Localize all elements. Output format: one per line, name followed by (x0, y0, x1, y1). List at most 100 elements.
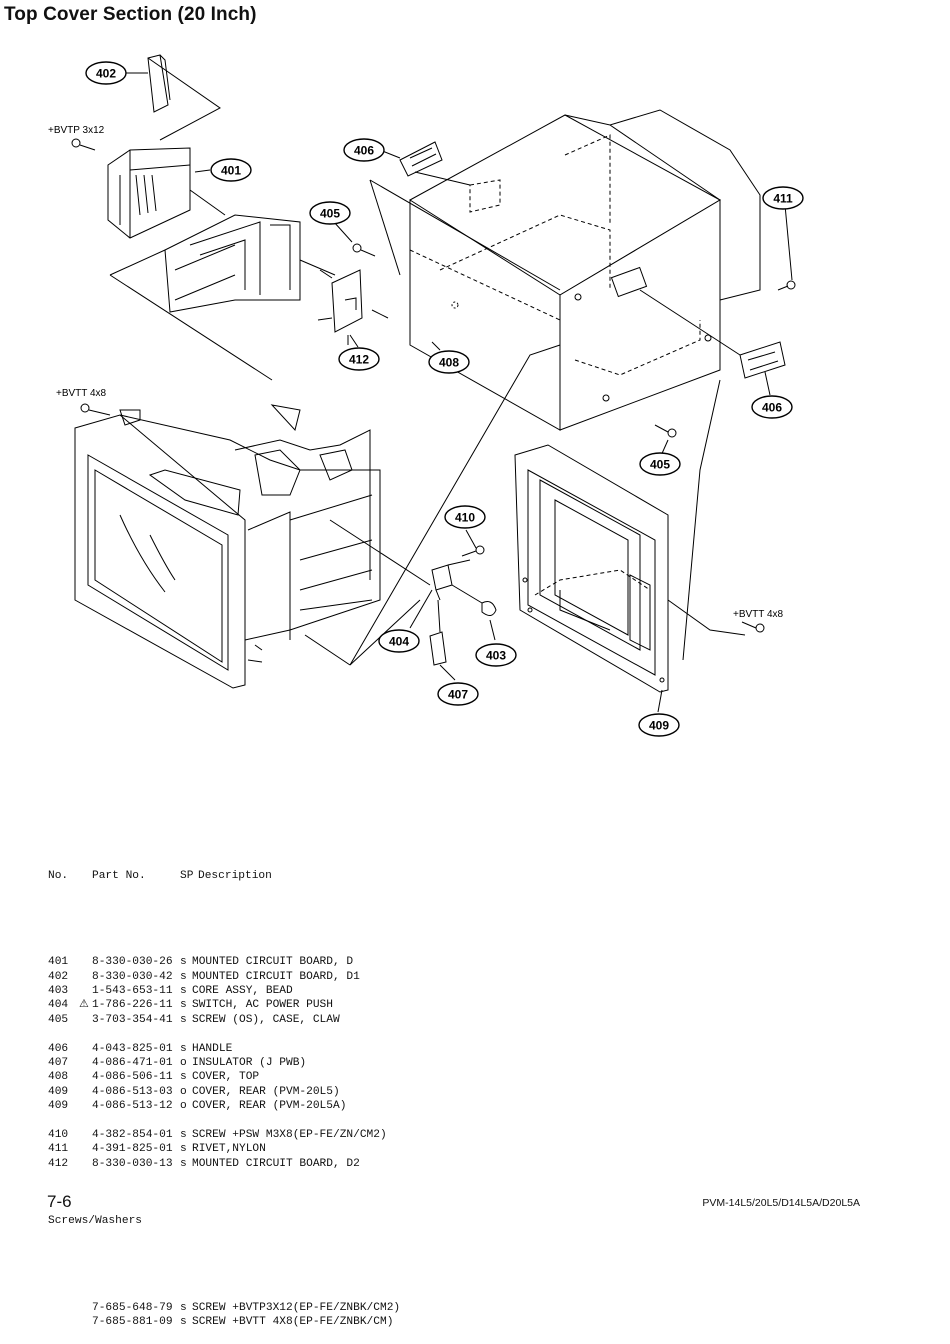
cell-no: 409 (48, 1100, 69, 1113)
cell-no: 401 (48, 956, 69, 969)
cell-part-no: 7-685-881-09 (92, 1316, 173, 1329)
callout-402: 402 (85, 61, 127, 85)
cell-sp: s (180, 1128, 187, 1141)
callout-409: 409 (638, 713, 680, 737)
svg-text:406: 406 (762, 401, 782, 415)
svg-text:409: 409 (649, 719, 669, 733)
cell-description: SCREW +PSW M3X8(EP-FE/ZN/CM2) (192, 1128, 387, 1141)
svg-text:403: 403 (486, 649, 506, 663)
cell-part-no: 4-086-513-12 (92, 1100, 173, 1113)
cell-flag (76, 1128, 92, 1142)
table-row: 412 8-330-030-13 s MOUNTED CIRCUIT BOARD, D… (48, 1157, 400, 1171)
crt-chassis (74, 404, 431, 689)
cell-part-no: 7-685-648-79 (92, 1301, 173, 1314)
svg-text:407: 407 (448, 688, 468, 702)
cell-part-no: 4-086-471-01 (92, 1056, 173, 1069)
screw-row: 7-685-648-79 s SCREW +BVTP3X12(EP-FE/ZNBK/… (48, 1301, 400, 1315)
screws-heading: Screws/Washers (48, 1215, 142, 1228)
table-row: 410 4-382-854-01 s SCREW +PSW M3X8(EP-FE/ZN… (48, 1128, 400, 1142)
cell-description: INSULATOR (J PWB) (192, 1056, 307, 1069)
cell-part-no: 8-330-030-13 (92, 1157, 173, 1170)
cell-description: MOUNTED CIRCUIT BOARD, D (192, 956, 354, 969)
svg-text:408: 408 (439, 356, 459, 370)
cell-flag (76, 1056, 92, 1070)
callout-411: 411 (762, 186, 804, 210)
table-header: No. Part No. SP Description (48, 869, 400, 883)
svg-text:412: 412 (349, 353, 369, 367)
cell-part-no: 8-330-030-26 (92, 956, 173, 969)
cell-no: 408 (48, 1071, 69, 1084)
cell-sp: s (180, 1301, 187, 1314)
rear-cover-409 (349, 344, 746, 693)
cell-no: 407 (48, 1056, 69, 1069)
header-no: No. (48, 869, 69, 882)
cell-no: 402 (48, 970, 69, 983)
svg-text:405: 405 (320, 207, 340, 221)
cell-sp: s (180, 1042, 187, 1055)
cell-description: MOUNTED CIRCUIT BOARD, D2 (192, 1157, 360, 1170)
callout-405-lower: 405 (639, 452, 681, 476)
cell-sp: s (180, 985, 187, 997)
parts-table: No. Part No. SP Description 401 8-330-030-26… (48, 840, 400, 1344)
cell-no: 409 (48, 1085, 69, 1098)
svg-text:410: 410 (455, 511, 475, 525)
table-row: 407 4-086-471-01 o INSULATOR (J PWB) (48, 1056, 400, 1070)
cell-sp: s (180, 1013, 187, 1026)
exploded-view-diagram: 402 401 406 405 411 412 408 406 405 410 … (48, 54, 804, 737)
cell-description: SWITCH, AC POWER PUSH (192, 999, 333, 1012)
cell-description: COVER, REAR (PVM-20L5A) (192, 1100, 347, 1113)
cell-no: 412 (48, 1157, 69, 1170)
callout-403: 403 (475, 643, 517, 667)
cell-sp: s (180, 1157, 187, 1170)
svg-text:401: 401 (221, 164, 241, 178)
safety-warning-icon: ⚠ (78, 999, 90, 1012)
cell-part-no: 4-391-825-01 (92, 1143, 173, 1156)
leader-lines (125, 72, 793, 713)
table-row: 409 4-086-513-12 o COVER, REAR (PVM-20L5A) (48, 1099, 400, 1113)
callout-406-lower: 406 (751, 395, 793, 419)
callout-407: 407 (437, 682, 479, 706)
callout-412: 412 (338, 347, 380, 371)
cell-flag (76, 1142, 92, 1156)
cell-flag (76, 970, 92, 984)
switch-404-core-403 (429, 559, 497, 666)
handle-406-lower (639, 289, 786, 379)
screw-label-bvtt-left: +BVTT 4x8 (56, 388, 107, 399)
cell-description: SCREW +BVTP3X12(EP-FE/ZNBK/CM2) (192, 1301, 401, 1314)
screw-label-bvtp: +BVTP 3x12 (48, 125, 105, 136)
cell-flag (76, 1085, 92, 1099)
cell-sp: o (180, 1100, 187, 1113)
cell-sp: s (180, 1071, 187, 1084)
cell-sp: s (180, 1316, 187, 1329)
cell-flag (76, 1099, 92, 1113)
cell-part-no: 4-382-854-01 (92, 1128, 173, 1141)
cell-no: 405 (48, 1013, 69, 1026)
cell-description: CORE ASSY, BEAD (192, 985, 293, 997)
cell-part-no: 8-330-030-42 (92, 970, 173, 983)
cell-description: COVER, REAR (PVM-20L5) (192, 1085, 340, 1098)
cell-flag (76, 984, 92, 998)
cell-no: 406 (48, 1042, 69, 1055)
cell-part-no: 1-786-226-11 (92, 999, 173, 1012)
model-list: PVM-14L5/20L5/D14L5A/D20L5A (702, 1197, 860, 1209)
cell-description: HANDLE (192, 1042, 233, 1055)
cell-no: 410 (48, 1128, 69, 1141)
screws-body: 7-685-648-79 s SCREW +BVTP3X12(EP-FE/ZNBK/… (48, 1301, 400, 1330)
cell-sp: s (180, 999, 187, 1012)
cell-sp: o (180, 1056, 187, 1069)
header-desc: Description (198, 869, 272, 882)
screw-label-bvtt-right: +BVTT 4x8 (733, 609, 784, 620)
cell-flag (76, 955, 92, 969)
header-part: Part No. (92, 869, 146, 882)
header-sp: SP (180, 869, 194, 882)
svg-text:406: 406 (354, 144, 374, 158)
callout-404: 404 (378, 629, 420, 653)
svg-text:404: 404 (389, 635, 409, 649)
callout-410: 410 (444, 505, 486, 529)
callout-408: 408 (428, 350, 470, 374)
